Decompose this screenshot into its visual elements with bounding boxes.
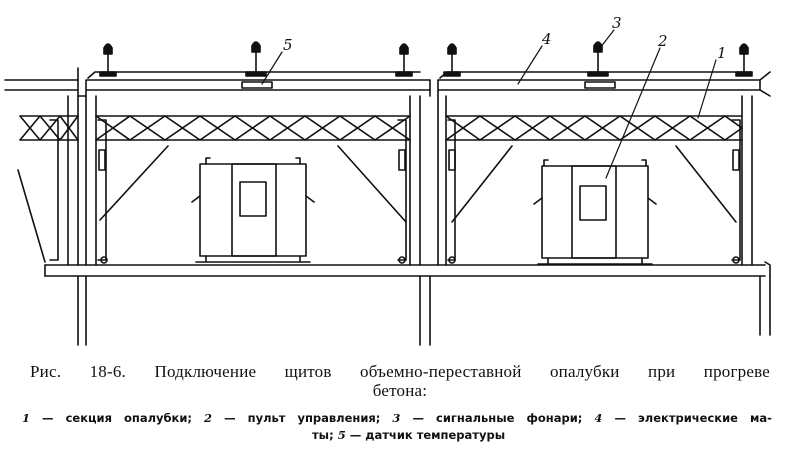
callout-2: 2 [657,32,668,50]
callout-1: 1 [717,44,727,62]
signal-lamp [99,43,117,77]
signal-lamp [443,43,461,77]
legend-line-2: ты; 5 — датчик температуры [22,427,772,444]
callout-3: 3 [612,14,622,32]
bottom-slab [44,261,771,277]
formwork-section-right [437,95,753,266]
callout-5: 5 [283,36,293,54]
signal-lamp [587,41,609,77]
formwork-section-partial [17,95,79,266]
formwork-section-left [85,95,421,266]
callout-leaders [261,29,717,179]
legend-num-5: 5 [337,428,346,442]
signal-lamp [245,41,267,77]
legend-text-5: — датчик температуры [349,428,506,442]
control-panel-left [191,157,315,263]
legend-num-4: 4 [594,411,603,425]
signal-lamp [395,43,413,77]
legend-num-2: 2 [204,411,213,425]
signal-lamp [735,43,753,77]
figure-legend: 1 — секция опалубки; 2 — пульт управлени… [22,410,772,444]
signal-lamps [99,41,753,77]
caption-title-continuation: бетона: [372,381,428,400]
support-columns [77,275,771,346]
callout-labels: 1 2 3 4 5 [283,14,727,62]
legend-num-3: 3 [392,411,401,425]
legend-text-3: — сигнальные фонари; [412,411,583,425]
caption-title-line: Рис. 18-6. Подключение щитов объемно-пер… [30,362,770,381]
callout-4: 4 [541,30,552,48]
legend-text-2: — пульт управления; [224,411,381,425]
legend-text-1: — секция опалубки; [42,411,193,425]
legend-num-1: 1 [22,411,31,425]
electric-mats [241,81,616,89]
top-slab [4,67,771,97]
figure-caption: Рис. 18-6. Подключение щитов объемно-пер… [30,362,770,400]
formwork-drawing: 1 2 3 4 5 [4,14,771,346]
legend-line-1: 1 — секция опалубки; 2 — пульт управлени… [22,410,772,427]
control-panel-right [533,159,657,265]
legend-text-4: — электрические ма- [614,411,772,425]
legend-text-4-cont: ты; [312,428,334,442]
